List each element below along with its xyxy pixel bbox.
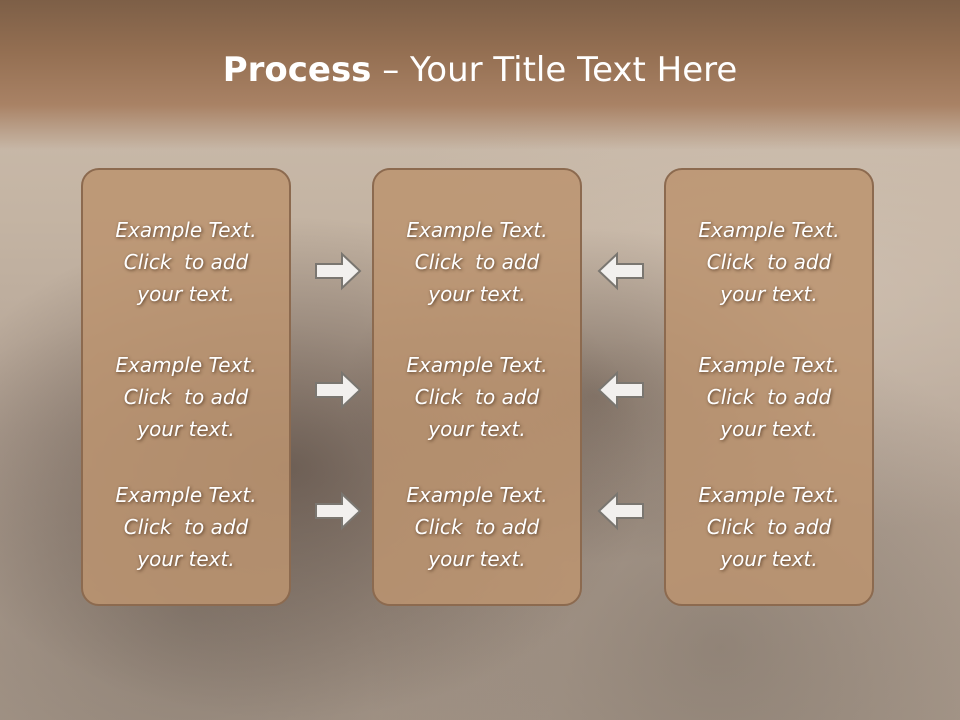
panel-text-block[interactable]: Example Text. Click to add your text. (374, 349, 580, 445)
text-line: your text. (720, 547, 818, 571)
text-line: Example Text. (406, 353, 548, 377)
arrow-right-icon (314, 251, 362, 291)
text-line: your text. (137, 417, 235, 441)
text-line: your text. (428, 417, 526, 441)
text-line: Example Text. (698, 218, 840, 242)
panel-text-block[interactable]: Example Text. Click to add your text. (374, 214, 580, 310)
panel-text-block[interactable]: Example Text. Click to add your text. (374, 479, 580, 575)
text-line: Click to add (414, 250, 540, 274)
panel-text-block[interactable]: Example Text. Click to add your text. (83, 479, 289, 575)
arrow-left-icon (597, 251, 645, 291)
text-line: your text. (428, 547, 526, 571)
panel-text-block[interactable]: Example Text. Click to add your text. (666, 214, 872, 310)
arrow-left-icon (597, 491, 645, 531)
text-line: your text. (137, 547, 235, 571)
text-line: your text. (428, 282, 526, 306)
text-line: Click to add (414, 385, 540, 409)
text-line: Example Text. (406, 483, 548, 507)
panel-text-block[interactable]: Example Text. Click to add your text. (666, 349, 872, 445)
text-line: Click to add (706, 385, 832, 409)
text-line: Click to add (706, 515, 832, 539)
text-line: Example Text. (115, 353, 257, 377)
text-line: your text. (137, 282, 235, 306)
text-line: Example Text. (115, 483, 257, 507)
text-line: Click to add (123, 385, 249, 409)
text-line: Example Text. (115, 218, 257, 242)
text-line: Example Text. (698, 483, 840, 507)
title-band (0, 0, 960, 150)
title-bold: Process (222, 50, 372, 90)
text-line: Click to add (123, 515, 249, 539)
panel-text-block[interactable]: Example Text. Click to add your text. (83, 349, 289, 445)
process-panel-center: Example Text. Click to add your text. Ex… (372, 168, 582, 606)
arrow-right-icon (314, 370, 362, 410)
text-line: Click to add (123, 250, 249, 274)
title-rest: – Your Title Text Here (371, 50, 738, 90)
text-line: Click to add (414, 515, 540, 539)
text-line: your text. (720, 282, 818, 306)
text-line: your text. (720, 417, 818, 441)
text-line: Click to add (706, 250, 832, 274)
panel-text-block[interactable]: Example Text. Click to add your text. (666, 479, 872, 575)
process-panel-right: Example Text. Click to add your text. Ex… (664, 168, 874, 606)
arrow-right-icon (314, 491, 362, 531)
arrow-left-icon (597, 370, 645, 410)
panel-text-block[interactable]: Example Text. Click to add your text. (83, 214, 289, 310)
slide-title[interactable]: Process – Your Title Text Here (0, 50, 960, 90)
process-panel-left: Example Text. Click to add your text. Ex… (81, 168, 291, 606)
text-line: Example Text. (698, 353, 840, 377)
text-line: Example Text. (406, 218, 548, 242)
